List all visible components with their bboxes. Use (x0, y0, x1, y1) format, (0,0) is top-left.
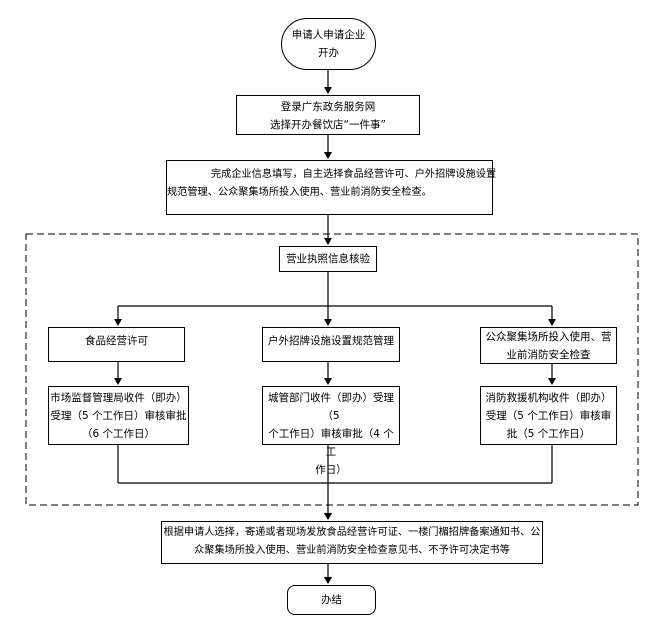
result-line-1: 根据申请人选择，寄递或者现场发放食品经营许可证、一楼门楣招牌备案通知书、公 (163, 527, 541, 538)
signboard-title: 户外招牌设施设置规范管理 (262, 327, 400, 362)
fire-process-line-3: 批（5 个工作日） (506, 428, 591, 440)
fill-info-line-2: 规范管理、公众聚集场所投入使用、营业前消防安全检查。 (167, 187, 432, 198)
fill-info-line-1: 完成企业信息填写，自主选择食品经营许可、户外招牌设施设置 (211, 169, 497, 180)
end-node: 办结 (287, 585, 376, 615)
license-check-label: 营业执照信息核验 (286, 253, 370, 265)
food-license-process: 市场监督管理局收件（即办） 受理（5 个工作日）审核审批 （6 个工作日） (48, 386, 189, 445)
signboard-process-line-3: 作日） (315, 464, 347, 476)
food-license-title-text: 食品经营许可 (85, 335, 148, 347)
signboard-title-text: 户外招牌设施设置规范管理 (268, 335, 394, 347)
fill-info-step: 完成企业信息填写，自主选择食品经营许可、户外招牌设施设置 规范管理、公众聚集场所… (166, 160, 497, 215)
signboard-process: 城管部门收件（即办）受理（5 个工作日）审核审批（4 个工 作日） (262, 386, 400, 476)
end-label: 办结 (321, 594, 342, 606)
signboard-process-line-2: 个工作日）审核审批（4 个工 (268, 428, 394, 458)
start-line-2: 开办 (318, 47, 339, 59)
fire-safety-title: 公众聚集场所投入使用、营 业前消防安全检查 (480, 327, 617, 364)
fire-process-line-2: 受理（5 个工作日）审核审 (485, 410, 612, 422)
start-node: 申请人申请企业 开办 (281, 18, 376, 70)
login-step: 登录广东政务服务网 选择开办餐饮店“一件事” (236, 95, 420, 135)
fire-safety-process: 消防救援机构收件（即办） 受理（5 个工作日）审核审 批（5 个工作日） (480, 386, 617, 445)
parallel-group-border (25, 233, 639, 506)
fire-safety-title-line-2: 业前消防安全检查 (506, 349, 591, 361)
start-line-1: 申请人申请企业 (291, 29, 366, 41)
food-process-line-1: 市场监督管理局收件（即办） (50, 392, 187, 404)
login-line-1: 登录广东政务服务网 (280, 101, 376, 113)
result-step: 根据申请人选择，寄递或者现场发放食品经营许可证、一楼门楣招牌备案通知书、公 众聚… (161, 521, 543, 564)
license-check-step: 营业执照信息核验 (279, 246, 377, 272)
food-license-title: 食品经营许可 (48, 327, 185, 362)
fire-process-line-1: 消防救援机构收件（即办） (485, 392, 612, 404)
food-process-line-3: （6 个工作日） (81, 428, 156, 440)
food-process-line-2: 受理（5 个工作日）审核审批 (50, 410, 187, 422)
login-line-2: 选择开办餐饮店“一件事” (270, 119, 386, 131)
fire-safety-title-line-1: 公众聚集场所投入使用、营 (485, 331, 612, 343)
signboard-process-line-1: 城管部门收件（即办）受理（5 (268, 392, 394, 422)
result-line-2: 众聚集场所投入使用、营业前消防安全检查意见书、不予许可决定书等 (194, 545, 510, 556)
